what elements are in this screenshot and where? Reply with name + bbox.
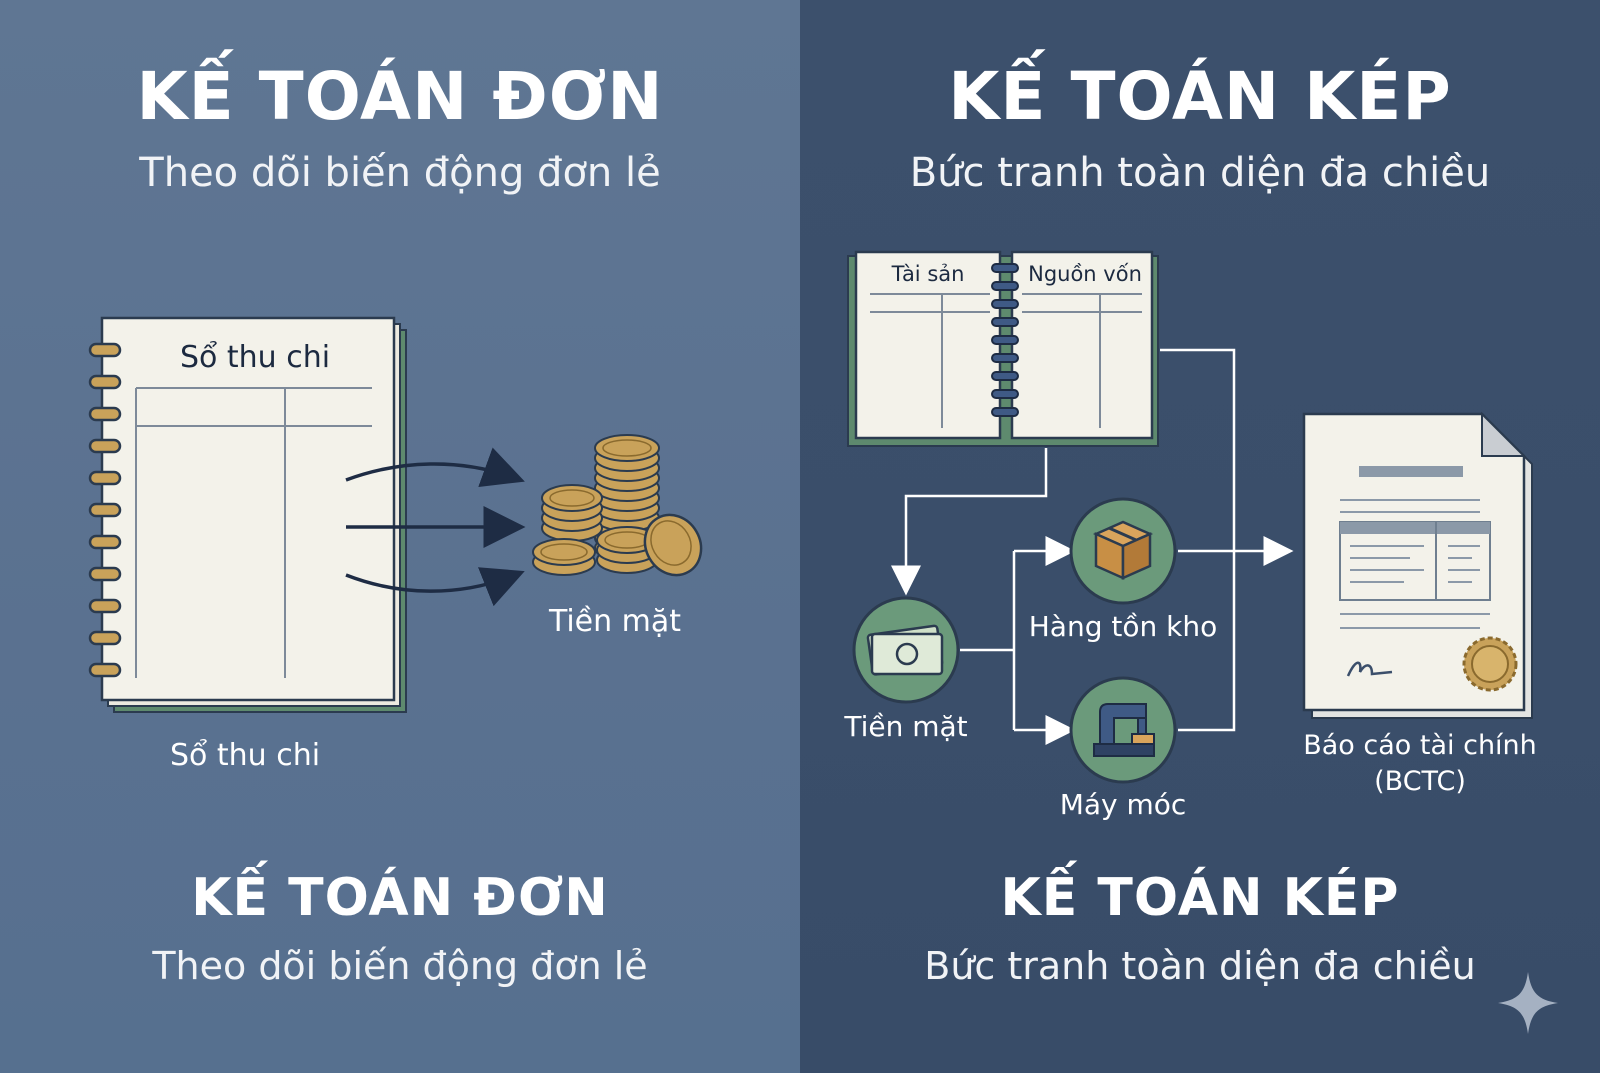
single-entry-subtitle: Theo dõi biến động đơn lẻ <box>139 150 661 196</box>
double-entry-title-bottom: KẾ TOÁN KÉP <box>1000 868 1400 928</box>
capital-header: Nguồn vốn <box>1028 262 1142 286</box>
report-label-line2: (BCTC) <box>1374 766 1466 797</box>
report-label-line1: Báo cáo tài chính <box>1303 730 1537 761</box>
ledger-header: Sổ thu chi <box>179 340 331 375</box>
flow-connectors <box>891 348 1294 745</box>
inventory-label: Hàng tồn kho <box>1028 610 1218 643</box>
banknote-icon <box>852 596 960 704</box>
assets-header: Tài sản <box>891 262 965 286</box>
document-icon <box>1302 411 1533 719</box>
cash-label: Tiền mặt <box>548 604 682 639</box>
double-entry-title: KẾ TOÁN KÉP <box>948 58 1452 135</box>
seal-icon <box>1462 636 1518 692</box>
single-entry-title: KẾ TOÁN ĐƠN <box>136 58 664 135</box>
double-ledger-icon <box>847 250 1159 447</box>
double-entry-subtitle-bottom: Bức tranh toàn diện đa chiều <box>924 944 1476 988</box>
sparkle-icon <box>1498 972 1558 1034</box>
single-entry-subtitle-bottom: Theo dõi biến động đơn lẻ <box>152 944 648 988</box>
spiral-notebook-icon <box>88 316 407 713</box>
single-entry-panel: KẾ TOÁN ĐƠN Theo dõi biến động đơn lẻ <box>0 0 800 1073</box>
box-icon <box>1069 497 1177 605</box>
flow-arrows <box>345 447 526 607</box>
coin-stack-icon <box>532 434 703 577</box>
single-entry-illustration <box>88 316 703 713</box>
ledger-caption: Sổ thu chi <box>169 738 321 773</box>
double-entry-subtitle: Bức tranh toàn diện đa chiều <box>909 150 1491 196</box>
sewing-machine-icon <box>1069 676 1177 784</box>
double-entry-illustration <box>847 250 1558 1034</box>
double-entry-panel: KẾ TOÁN KÉP Bức tranh toàn diện đa chiều <box>800 0 1600 1073</box>
single-entry-title-bottom: KẾ TOÁN ĐƠN <box>191 868 609 928</box>
cash-label-right: Tiền mặt <box>844 710 968 743</box>
machinery-label: Máy móc <box>1059 788 1187 821</box>
